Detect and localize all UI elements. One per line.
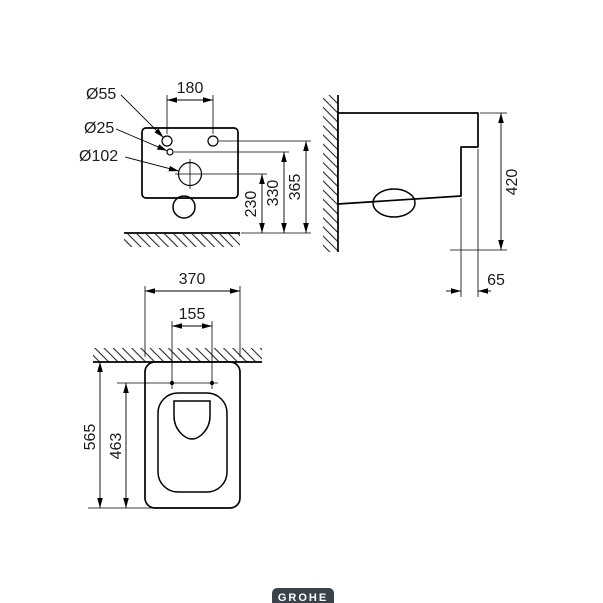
dia102-label: Ø102 [79, 148, 118, 165]
dimension-230: 230 [205, 173, 267, 233]
trap-outlet-ellipse [372, 188, 416, 218]
dimension-155: 155 [171, 306, 213, 377]
leader-line [120, 94, 164, 138]
dimension-420: 420 [450, 112, 521, 251]
toilet-plan-outline [144, 361, 241, 509]
dimension-330: 330 [174, 151, 289, 233]
dimension-label-370: 370 [179, 271, 206, 288]
dimension-365: 365 [219, 140, 311, 234]
dia55-label: Ø55 [86, 86, 116, 103]
dimension-label-463: 463 [108, 433, 125, 460]
dimension-label-330: 330 [265, 180, 282, 207]
dimension-463: 463 [108, 383, 129, 508]
fixing-hole-right [207, 135, 219, 147]
dimension-label-155: 155 [179, 306, 206, 323]
leader-line [115, 128, 168, 152]
side-view: 420 65 [323, 95, 521, 297]
callout-dia102: Ø102 [79, 148, 180, 172]
wall-hatch [93, 348, 262, 362]
dimension-label-65: 65 [487, 272, 505, 289]
dimension-label-565: 565 [82, 424, 99, 451]
plan-view: 155 370 565 463 [82, 271, 262, 509]
wall-hatch [323, 95, 338, 252]
dia25-label: Ø25 [84, 120, 114, 137]
dimension-label-420: 420 [504, 169, 521, 196]
dimension-180: 180 [166, 80, 214, 134]
bowl-opening-outline [157, 392, 228, 493]
grohe-logo: GROHE [272, 588, 334, 603]
inlet-hole-small [166, 148, 174, 156]
dimension-65: 65 [446, 149, 505, 297]
water-area-outline [173, 400, 211, 440]
logo-background [272, 588, 334, 603]
drain-circle [172, 195, 196, 219]
dimension-label-180: 180 [177, 80, 204, 97]
logo-wordmark: GROHE [278, 592, 328, 603]
dimension-565: 565 [82, 362, 152, 509]
floor-hatch [124, 234, 240, 247]
leader-line [124, 156, 180, 172]
dimension-label-365: 365 [287, 174, 304, 201]
toilet-side-outline [337, 112, 479, 205]
callout-dia55: Ø55 [86, 86, 164, 138]
front-view: 180 Ø55 Ø25 Ø102 365 330 [79, 80, 311, 247]
dimension-370: 370 [144, 271, 241, 357]
callout-dia25: Ø25 [84, 120, 168, 152]
dimension-label-230: 230 [243, 191, 260, 218]
